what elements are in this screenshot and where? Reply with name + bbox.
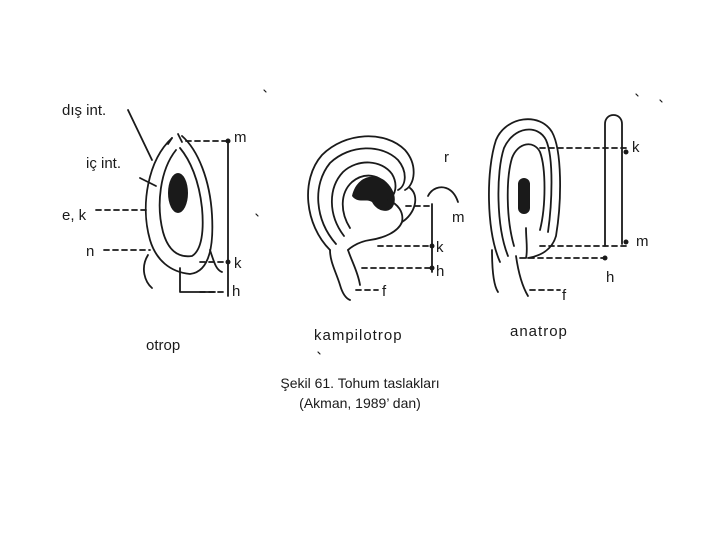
scan-specks: [255, 89, 663, 355]
label-anatrop-h: h: [606, 269, 614, 286]
title-anatrop: anatrop: [510, 323, 568, 340]
label-anatrop-k: k: [632, 139, 640, 156]
label-e-k: e, k: [62, 207, 87, 224]
ortotrop-outer-integument: [144, 135, 214, 275]
ortotrop-diagram: [95, 109, 231, 297]
kampilotrop-outer-integument: [307, 135, 415, 251]
label-ic-int: iç int.: [86, 155, 121, 172]
label-anatrop-f: f: [562, 287, 567, 304]
anatrop-embryo-sac: [518, 178, 530, 214]
label-ortotrop-m: m: [234, 129, 247, 146]
label-kampilotrop-k: k: [436, 239, 444, 256]
figure-caption-line2: (Akman, 1989’ dan): [299, 395, 421, 411]
label-ortotrop-h: h: [232, 283, 240, 300]
title-kampilotrop: kampilotrop: [314, 327, 403, 344]
label-kampilotrop-r: r: [444, 149, 449, 166]
label-kampilotrop-h: h: [436, 263, 444, 280]
kampilotrop-inner-integument: [331, 161, 397, 237]
anatrop-outer-integument: [488, 118, 561, 263]
label-kampilotrop-f: f: [382, 283, 387, 300]
ortotrop-embryo-sac: [168, 173, 188, 213]
label-n: n: [86, 243, 94, 260]
figure-caption-line1: Şekil 61. Tohum taslakları: [280, 375, 440, 391]
anatrop-inner-integument: [506, 143, 546, 247]
label-ortotrop-k: k: [234, 255, 242, 272]
label-anatrop-m: m: [636, 233, 649, 250]
kampilotrop-embryo-sac: [352, 176, 395, 211]
title-ortotrop: otrop: [146, 337, 180, 354]
label-kampilotrop-m: m: [452, 209, 465, 226]
anatrop-straight-axis: [604, 114, 623, 247]
kampilotrop-diagram: [307, 135, 459, 301]
ortotrop-inner-integument: [158, 147, 204, 258]
anatrop-diagram: [488, 114, 629, 297]
label-dis-int: dış int.: [62, 102, 106, 119]
